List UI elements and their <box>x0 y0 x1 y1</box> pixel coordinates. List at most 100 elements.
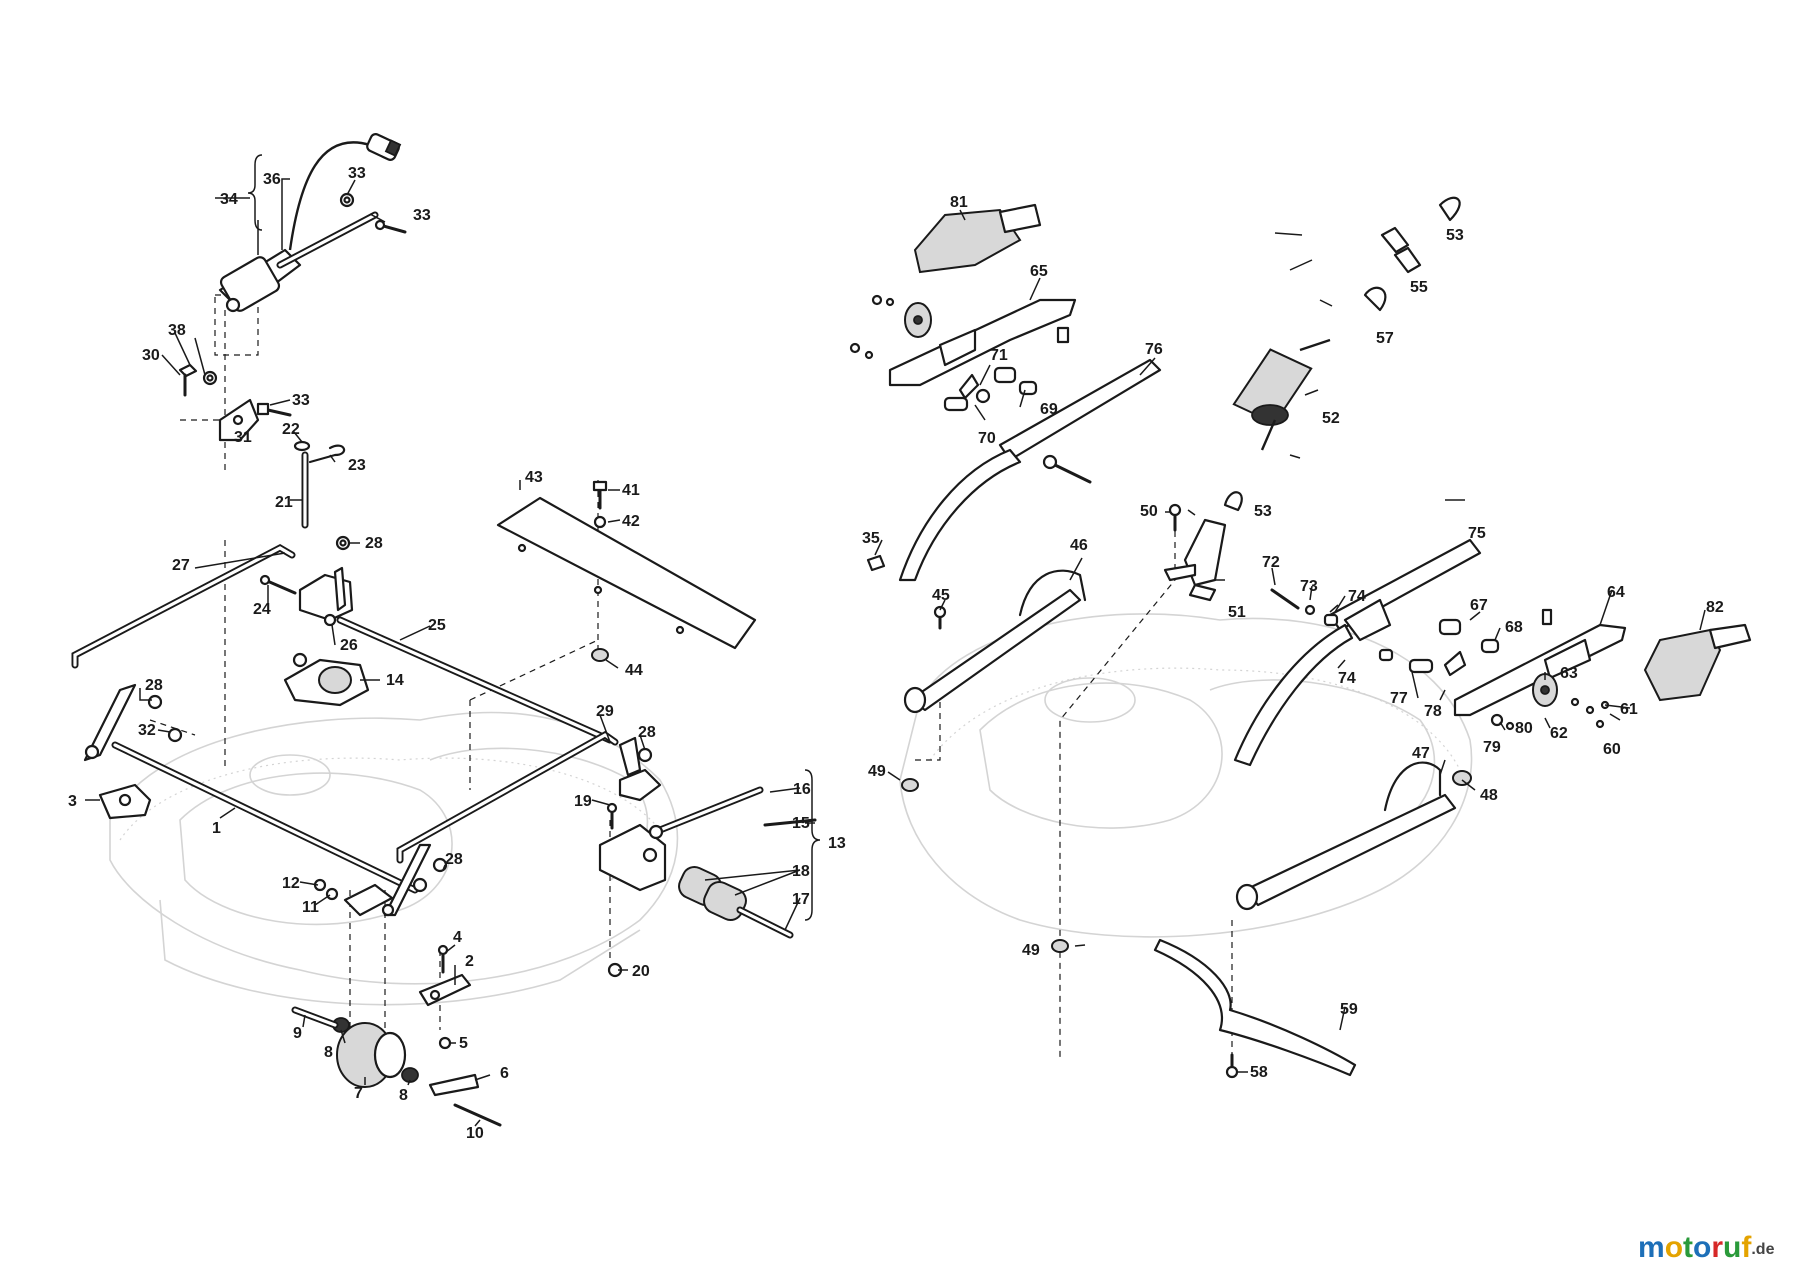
bolt-45 <box>933 605 947 630</box>
callout-71: 71 <box>990 347 1008 364</box>
axle-17 <box>736 906 794 939</box>
leader-lines <box>85 178 815 1127</box>
washer-11 <box>325 887 339 901</box>
bracket-2 <box>418 973 472 1007</box>
callout-23: 23 <box>348 457 366 474</box>
callout-49-b: 49 <box>1022 942 1040 959</box>
callout-47: 47 <box>1412 745 1430 762</box>
callout-58: 58 <box>1250 1064 1268 1081</box>
callout-31: 31 <box>234 429 252 446</box>
callout-48: 48 <box>1480 787 1498 804</box>
callout-53-top: 53 <box>1446 227 1464 244</box>
clutch-parts-67-78 <box>1408 618 1500 677</box>
callout-6: 6 <box>500 1065 509 1082</box>
bolt-4 <box>437 944 449 974</box>
bracket-3 <box>98 783 152 820</box>
callout-20: 20 <box>632 963 650 980</box>
bracket-65 <box>888 298 1077 387</box>
lever-arm-front <box>83 683 137 762</box>
callout-4: 4 <box>453 929 462 946</box>
motoruf-watermark-logo: motoruf.de <box>1638 1231 1775 1264</box>
callout-55: 55 <box>1410 279 1428 296</box>
callout-42: 42 <box>622 513 640 530</box>
spacer-32 <box>167 727 183 743</box>
callout-59: 59 <box>1340 1001 1358 1018</box>
callout-53-bottom: 53 <box>1254 503 1272 520</box>
callout-26: 26 <box>340 637 358 654</box>
callout-60: 60 <box>1603 741 1621 758</box>
callout-38: 38 <box>168 322 186 339</box>
callout-33-top: 33 <box>348 165 366 182</box>
callout-7: 7 <box>354 1085 363 1102</box>
callout-32: 32 <box>138 722 156 739</box>
bolt-10 <box>453 1103 502 1127</box>
callout-27: 27 <box>172 557 190 574</box>
callout-28-a: 28 <box>365 535 383 552</box>
callout-82: 82 <box>1706 599 1724 616</box>
callout-80: 80 <box>1515 720 1533 737</box>
callout-76: 76 <box>1145 341 1163 358</box>
cover-82 <box>1643 623 1752 702</box>
callout-33-right: 33 <box>413 207 431 224</box>
skid-59 <box>1153 938 1357 1077</box>
lever-29-end <box>618 736 662 802</box>
callout-63: 63 <box>1560 665 1578 682</box>
electric-actuator <box>218 211 379 313</box>
callout-62: 62 <box>1550 725 1568 742</box>
bearing-8b <box>401 1067 419 1083</box>
callout-41: 41 <box>622 482 640 499</box>
callout-28-d: 28 <box>445 851 463 868</box>
bumper-bar-46 <box>903 569 1087 714</box>
link-rod-29 <box>396 730 619 864</box>
callout-35: 35 <box>862 530 880 547</box>
bumper-bar-47 <box>1235 761 1457 911</box>
callout-29: 29 <box>596 703 614 720</box>
spring-bracket-25 <box>298 566 354 622</box>
callout-64: 64 <box>1607 584 1625 601</box>
link-rod-27 <box>71 544 296 669</box>
callout-74-top: 74 <box>1348 588 1366 605</box>
svg-text:motoruf.de: motoruf.de <box>1638 1231 1775 1264</box>
rear-bracket-19 <box>598 823 667 892</box>
clutch-parts-69-71 <box>943 366 1038 412</box>
callout-1: 1 <box>212 820 221 837</box>
deflector-plate-43 <box>496 496 757 650</box>
callout-61: 61 <box>1620 701 1638 718</box>
callout-73: 73 <box>1300 578 1318 595</box>
callout-18: 18 <box>792 863 810 880</box>
bolt-33a <box>256 402 292 417</box>
chain-53-55-57 <box>1223 196 1461 512</box>
right-mower-deck-outline <box>899 613 1473 938</box>
callout-50: 50 <box>1140 503 1158 520</box>
axle-16-15 <box>648 786 817 840</box>
callout-49-a: 49 <box>868 763 886 780</box>
small-parts-72-74 <box>1270 588 1394 662</box>
callout-labels: 36 34 33 33 38 30 33 31 22 23 21 28 27 2… <box>68 165 1724 1142</box>
callout-16: 16 <box>793 781 811 798</box>
bracket-6 <box>428 1073 480 1097</box>
bolt-33c <box>374 219 407 234</box>
callout-21: 21 <box>275 494 293 511</box>
bolt-76 <box>1042 454 1092 484</box>
callout-70: 70 <box>978 430 996 447</box>
nut-28a <box>335 535 351 551</box>
brace-34 <box>247 154 263 231</box>
washer-22 <box>293 440 311 452</box>
callout-2: 2 <box>465 953 474 970</box>
callout-34: 34 <box>220 191 238 208</box>
pulley-65 <box>904 302 932 338</box>
nut-28b <box>147 694 163 710</box>
cover-81 <box>913 203 1042 274</box>
callout-30: 30 <box>142 347 160 364</box>
mount-49b <box>1051 939 1069 953</box>
lift-arm-76 <box>898 358 1162 582</box>
callout-14: 14 <box>386 672 404 689</box>
axle-9 <box>291 1006 339 1029</box>
callout-52: 52 <box>1322 410 1340 427</box>
callout-44: 44 <box>625 662 643 679</box>
callout-45: 45 <box>932 587 950 604</box>
callout-78: 78 <box>1424 703 1442 720</box>
bolt-50 <box>1168 503 1182 532</box>
callout-77: 77 <box>1390 690 1408 707</box>
